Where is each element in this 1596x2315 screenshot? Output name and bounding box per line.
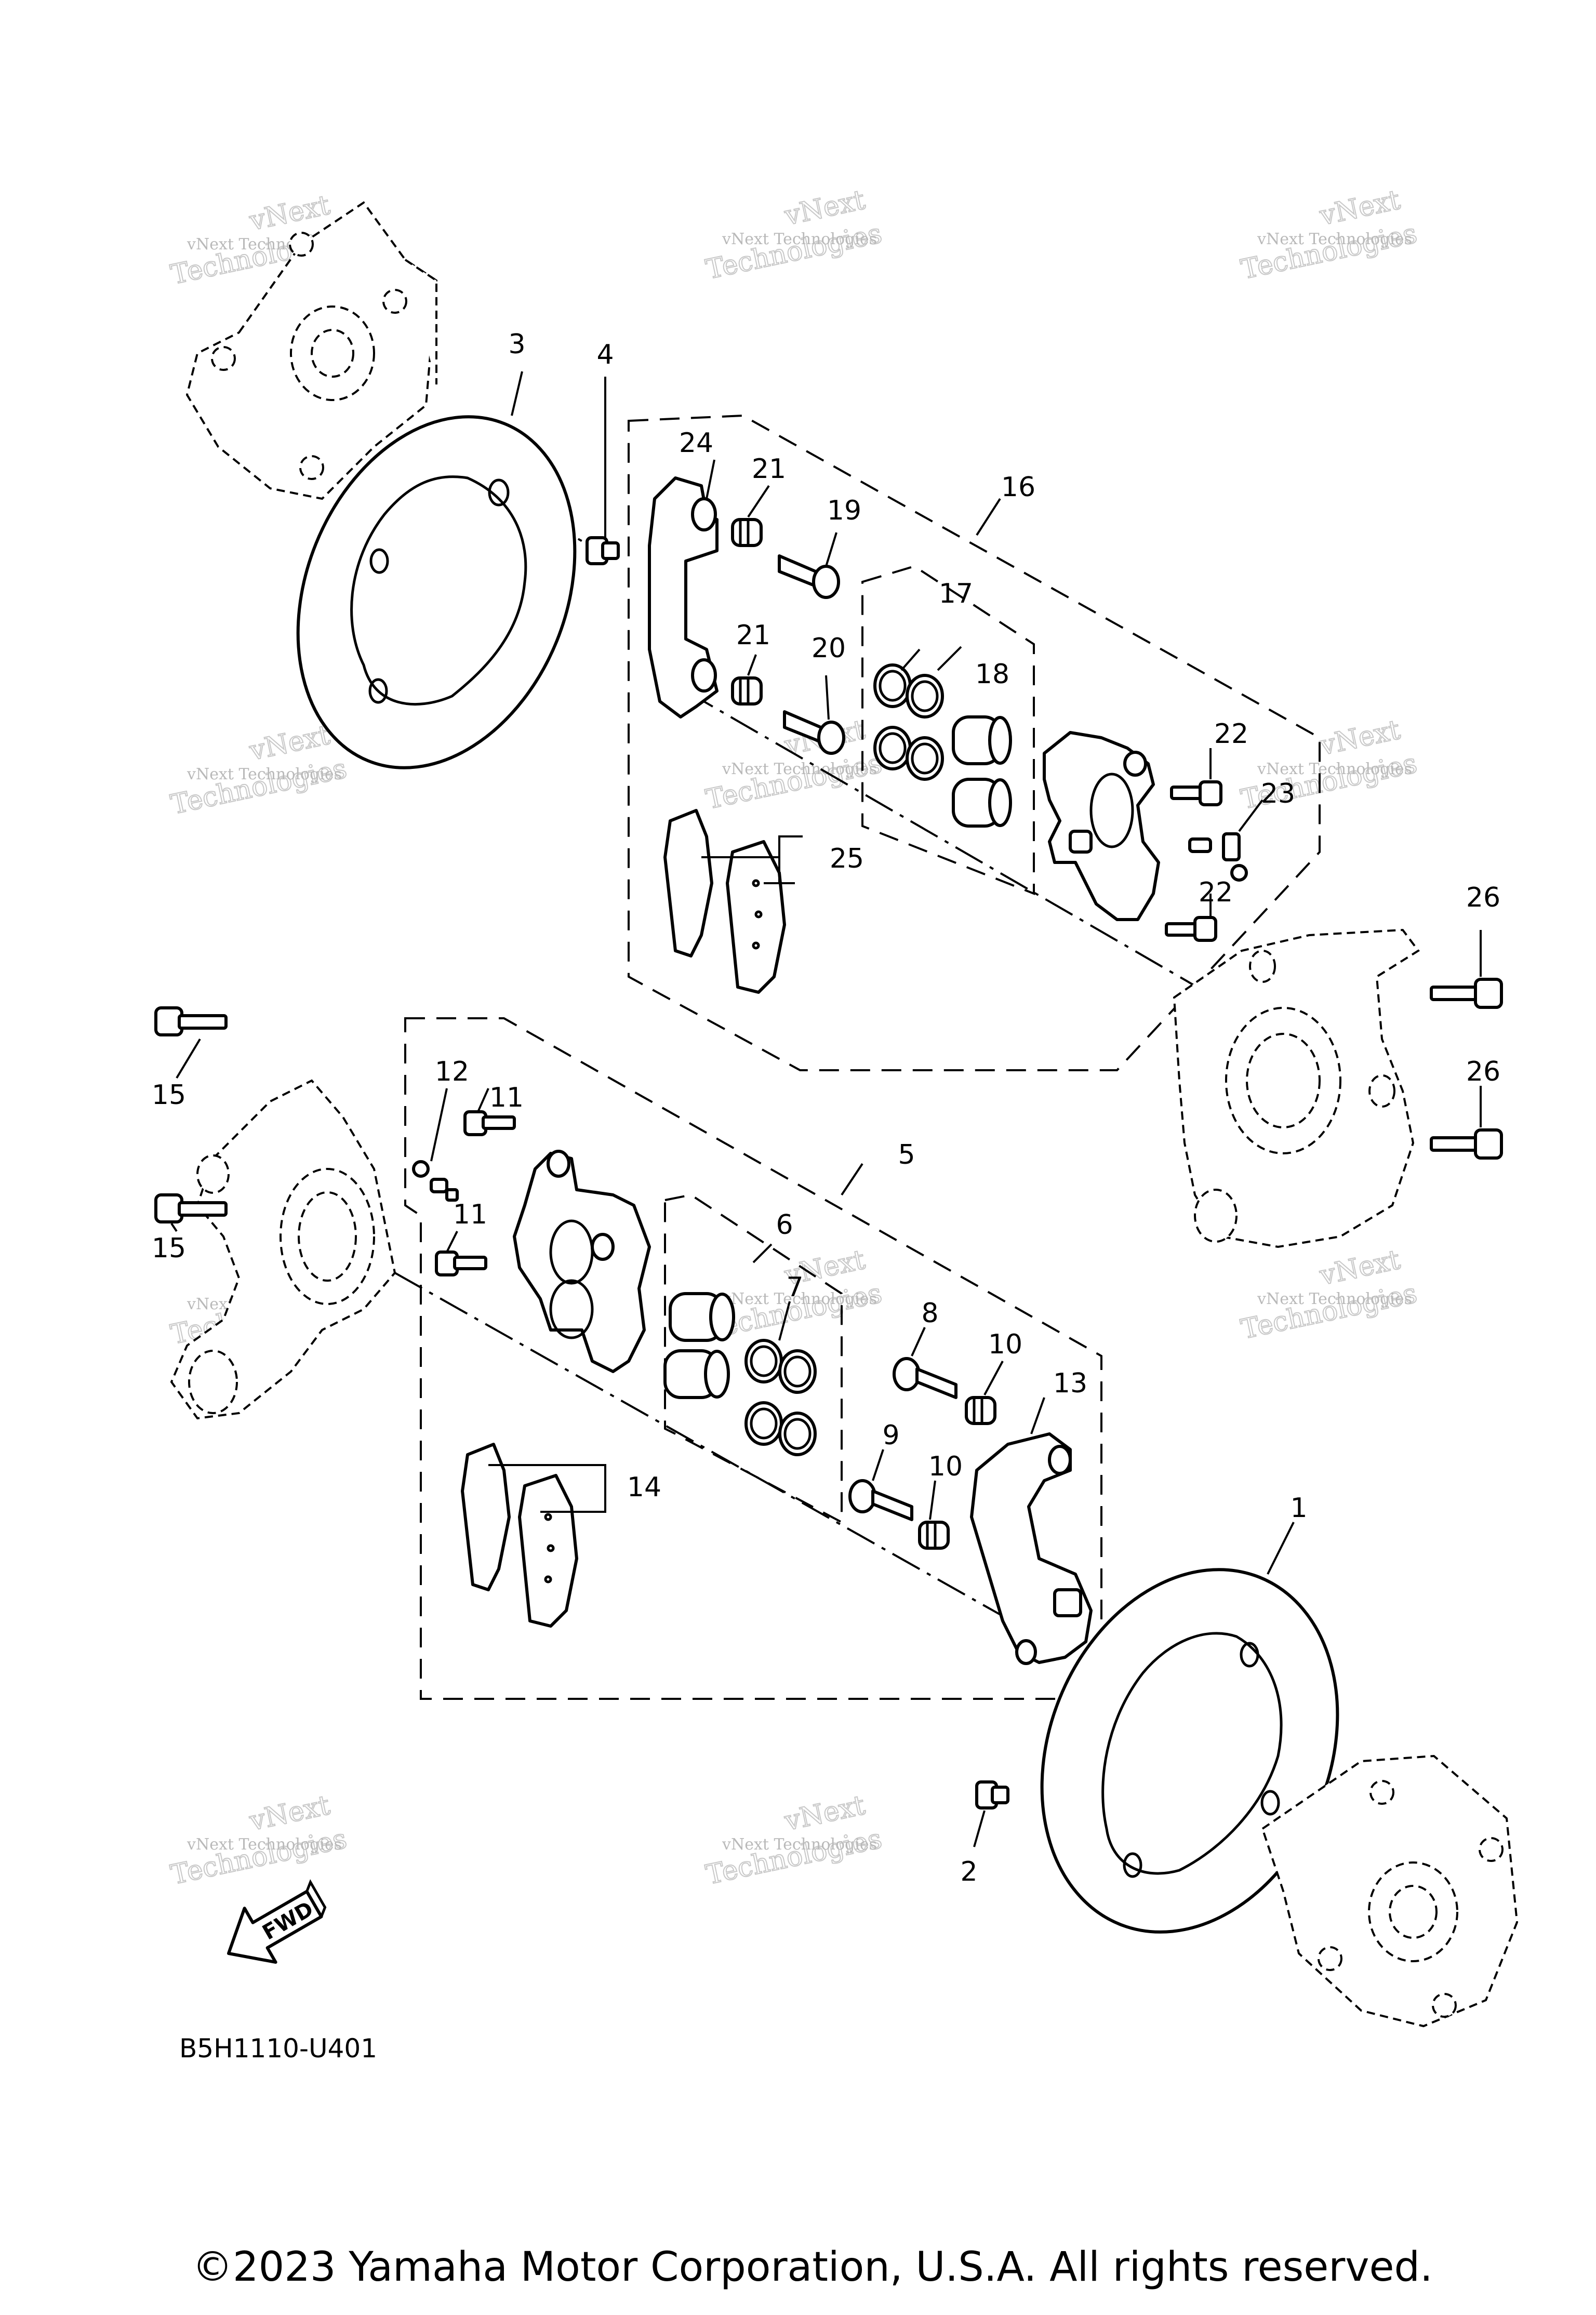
bolt-15-upper — [154, 1006, 228, 1036]
svg-text:vNext Technologies: vNext Technologies — [187, 1835, 342, 1854]
bleed-screw-23 — [1188, 832, 1248, 882]
callout-24: 24 — [679, 428, 713, 459]
pin-19 — [778, 554, 840, 599]
svg-text:vNext Technologies: vNext Technologies — [187, 765, 342, 783]
seal-kit-7 — [744, 1339, 817, 1456]
watermark: Technologies vNext vNext Technologies — [1238, 1244, 1420, 1346]
bolt-11-upper — [463, 1110, 516, 1136]
callout-8: 8 — [921, 1298, 938, 1329]
callout-13: 13 — [1053, 1368, 1087, 1399]
brake-pads-25 — [663, 809, 786, 994]
callout-7: 7 — [786, 1272, 803, 1303]
brake-disc-3 — [296, 415, 577, 769]
callout-21-lower: 21 — [736, 620, 770, 651]
callout-22-lower: 22 — [1199, 877, 1233, 908]
callout-14: 14 — [627, 1472, 661, 1503]
watermark: Technologies vNext vNext Technologies — [703, 184, 885, 286]
disc-bolt-2 — [975, 1780, 1009, 1810]
fwd-arrow-icon: FWD — [227, 1879, 327, 1964]
callout-3: 3 — [508, 329, 525, 360]
watermark: Technologies vNext vNext Technologies — [168, 1789, 350, 1892]
callout-6: 6 — [776, 1209, 793, 1241]
group-outline-16 — [628, 414, 1321, 1071]
group-outline-17 — [861, 565, 1035, 895]
callout-12: 12 — [435, 1056, 469, 1087]
callout-15-lower: 15 — [152, 1233, 186, 1264]
svg-text:vNext Technologies: vNext Technologies — [722, 1290, 877, 1308]
callout-26-upper: 26 — [1466, 882, 1500, 913]
svg-text:vNext Technologies: vNext Technologies — [1257, 230, 1412, 248]
svg-text:vNext Technologies: vNext Technologies — [722, 1835, 877, 1854]
callout-labels: 3 4 24 21 19 16 17 21 20 18 22 23 25 22 … — [152, 329, 1500, 1887]
svg-text:vNext Technologies: vNext Technologies — [1257, 760, 1412, 778]
boot-10-upper — [965, 1396, 996, 1425]
callout-16: 16 — [1001, 472, 1035, 503]
caliper-bracket-24 — [648, 476, 719, 719]
callout-11-lower: 11 — [453, 1199, 487, 1230]
watermark: Technologies vNext vNext Technologies — [168, 719, 350, 821]
bolt-26-upper — [1430, 978, 1503, 1009]
bolt-11-lower — [435, 1250, 487, 1276]
watermark: Technologies vNext vNext Technologies — [1238, 184, 1420, 286]
pin-20 — [783, 710, 845, 755]
caliper-bracket-13 — [970, 1432, 1093, 1665]
brake-pads-14 — [461, 1443, 578, 1628]
pin-9 — [848, 1479, 913, 1521]
bolt-15-lower — [154, 1193, 228, 1223]
axis-line-lower — [394, 1272, 1040, 1638]
callout-21-upper: 21 — [752, 454, 786, 485]
leader-lines — [170, 371, 1482, 1847]
watermark: Technologies vNext vNext Technologies — [703, 1789, 885, 1892]
callout-4: 4 — [596, 339, 614, 370]
callout-1: 1 — [1290, 1493, 1307, 1524]
callout-11-upper: 11 — [489, 1082, 524, 1113]
caliper-body-lower — [513, 1150, 651, 1373]
copyright-notice: ©2023 Yamaha Motor Corporation, U.S.A. A… — [192, 2244, 1433, 2291]
callout-18: 18 — [975, 659, 1009, 690]
disc-bolt-4 — [586, 536, 620, 565]
callout-10-upper: 10 — [988, 1329, 1022, 1360]
knuckle-ghost-left — [170, 1079, 396, 1420]
callout-25: 25 — [830, 843, 864, 874]
boot-10-lower — [918, 1521, 950, 1550]
brake-disc-1 — [1040, 1568, 1339, 1934]
callout-17: 17 — [939, 578, 973, 609]
diagram-code: B5H1110-U401 — [179, 2033, 377, 2064]
hub-ghost-upper-left — [185, 201, 438, 500]
boot-21-lower — [731, 676, 763, 706]
callout-10-lower: 10 — [928, 1451, 963, 1482]
hub-ghost-lower-right — [1261, 1754, 1519, 2028]
group-outline-6 — [664, 1193, 843, 1524]
knuckle-ghost-right — [1173, 928, 1420, 1248]
callout-23: 23 — [1261, 778, 1295, 809]
callout-15-upper: 15 — [152, 1080, 186, 1111]
pistons-lower — [663, 1292, 735, 1399]
pin-8 — [893, 1357, 957, 1399]
svg-text:vNext Technologies: vNext Technologies — [722, 230, 877, 248]
callout-26-lower: 26 — [1466, 1056, 1500, 1087]
svg-text:vNext Technologies: vNext Technologies — [1257, 1290, 1412, 1308]
callout-22-upper: 22 — [1214, 719, 1248, 750]
callout-2: 2 — [960, 1856, 977, 1887]
pistons-upper — [952, 715, 1012, 828]
boot-21-upper — [731, 518, 763, 547]
bolt-26-lower — [1430, 1128, 1503, 1160]
seal-kit-18 — [873, 663, 944, 781]
bolt-22-lower — [1165, 916, 1217, 942]
callout-20: 20 — [812, 633, 846, 664]
axis-line-upper — [685, 690, 1279, 1035]
bolt-22-upper — [1170, 780, 1222, 806]
callout-5: 5 — [898, 1139, 915, 1170]
svg-text:vNext Technologies: vNext Technologies — [722, 760, 877, 778]
callout-9: 9 — [882, 1420, 899, 1451]
callout-19: 19 — [827, 495, 861, 526]
bleed-screw-12 — [412, 1160, 459, 1202]
caliper-body-upper — [1043, 731, 1160, 921]
